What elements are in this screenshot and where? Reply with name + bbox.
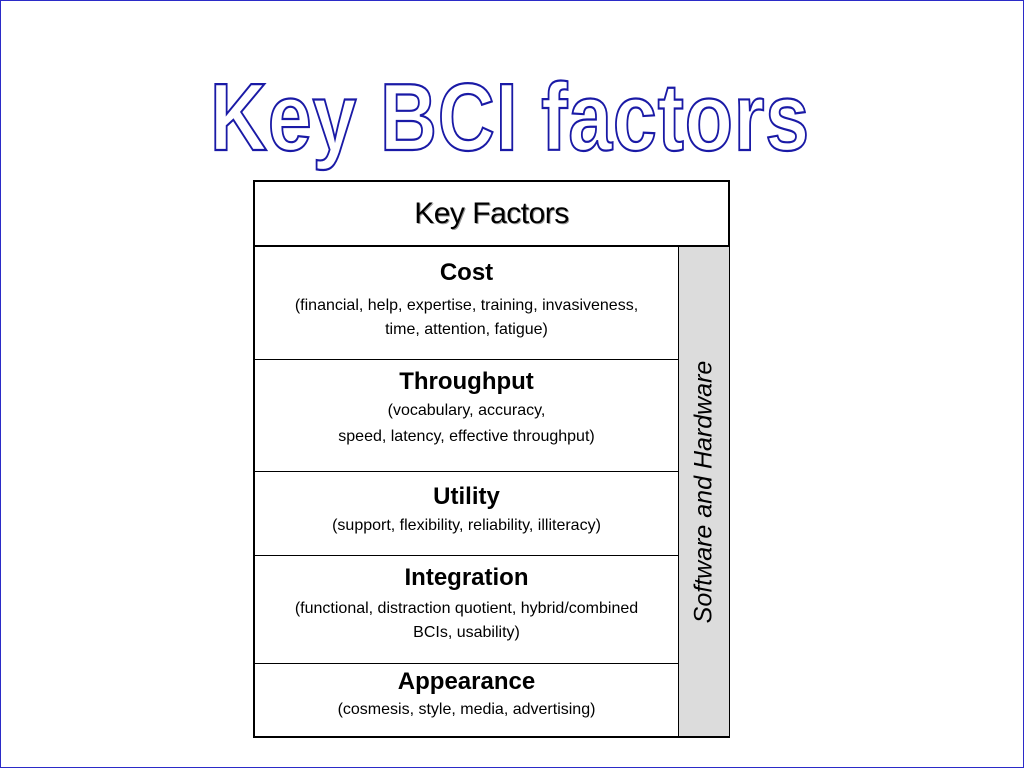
row-description: (vocabulary, accuracy, speed, latency, e… <box>255 398 678 450</box>
key-factors-table: Key Factors Cost (financial, help, exper… <box>253 180 730 738</box>
row-title: Integration <box>404 564 529 591</box>
row-description-line: (financial, help, expertise, training, i… <box>294 297 639 314</box>
table-row-throughput: Throughput (vocabulary, accuracy, speed,… <box>255 360 678 472</box>
row-description-line: speed, latency, effective throughput) <box>338 428 595 445</box>
row-description-line: time, attention, fatigue) <box>385 321 548 338</box>
row-description-line: (cosmesis, style, media, advertising) <box>337 701 596 718</box>
table-row-integration: Integration (functional, distraction quo… <box>255 556 678 664</box>
row-title: Throughput <box>399 368 534 395</box>
row-title: Appearance <box>397 668 536 695</box>
row-description: (functional, distraction quotient, hybri… <box>255 597 678 645</box>
row-description: (support, flexibility, reliability, illi… <box>255 514 678 538</box>
row-description: (cosmesis, style, media, advertising) <box>255 698 678 722</box>
table-header: Key Factors <box>255 182 728 247</box>
side-label: Software and Hardware <box>689 360 718 623</box>
slide-title-text: Key BCI factors <box>210 64 810 171</box>
slide-title: Key BCI factors <box>209 63 810 172</box>
row-description-line: (support, flexibility, reliability, illi… <box>332 517 601 534</box>
row-title: Utility <box>433 483 500 510</box>
table-row-cost: Cost (financial, help, expertise, traini… <box>255 247 678 360</box>
table-row-utility: Utility (support, flexibility, reliabili… <box>255 472 678 556</box>
row-description: (financial, help, expertise, training, i… <box>255 294 678 342</box>
row-title: Cost <box>439 259 494 286</box>
row-description-line: (functional, distraction quotient, hybri… <box>294 600 639 617</box>
side-column: Software and Hardware <box>678 247 729 736</box>
row-description-line: (vocabulary, accuracy, <box>387 402 546 419</box>
table-row-appearance: Appearance (cosmesis, style, media, adve… <box>255 664 678 736</box>
row-description-line: BCIs, usability) <box>413 624 520 641</box>
